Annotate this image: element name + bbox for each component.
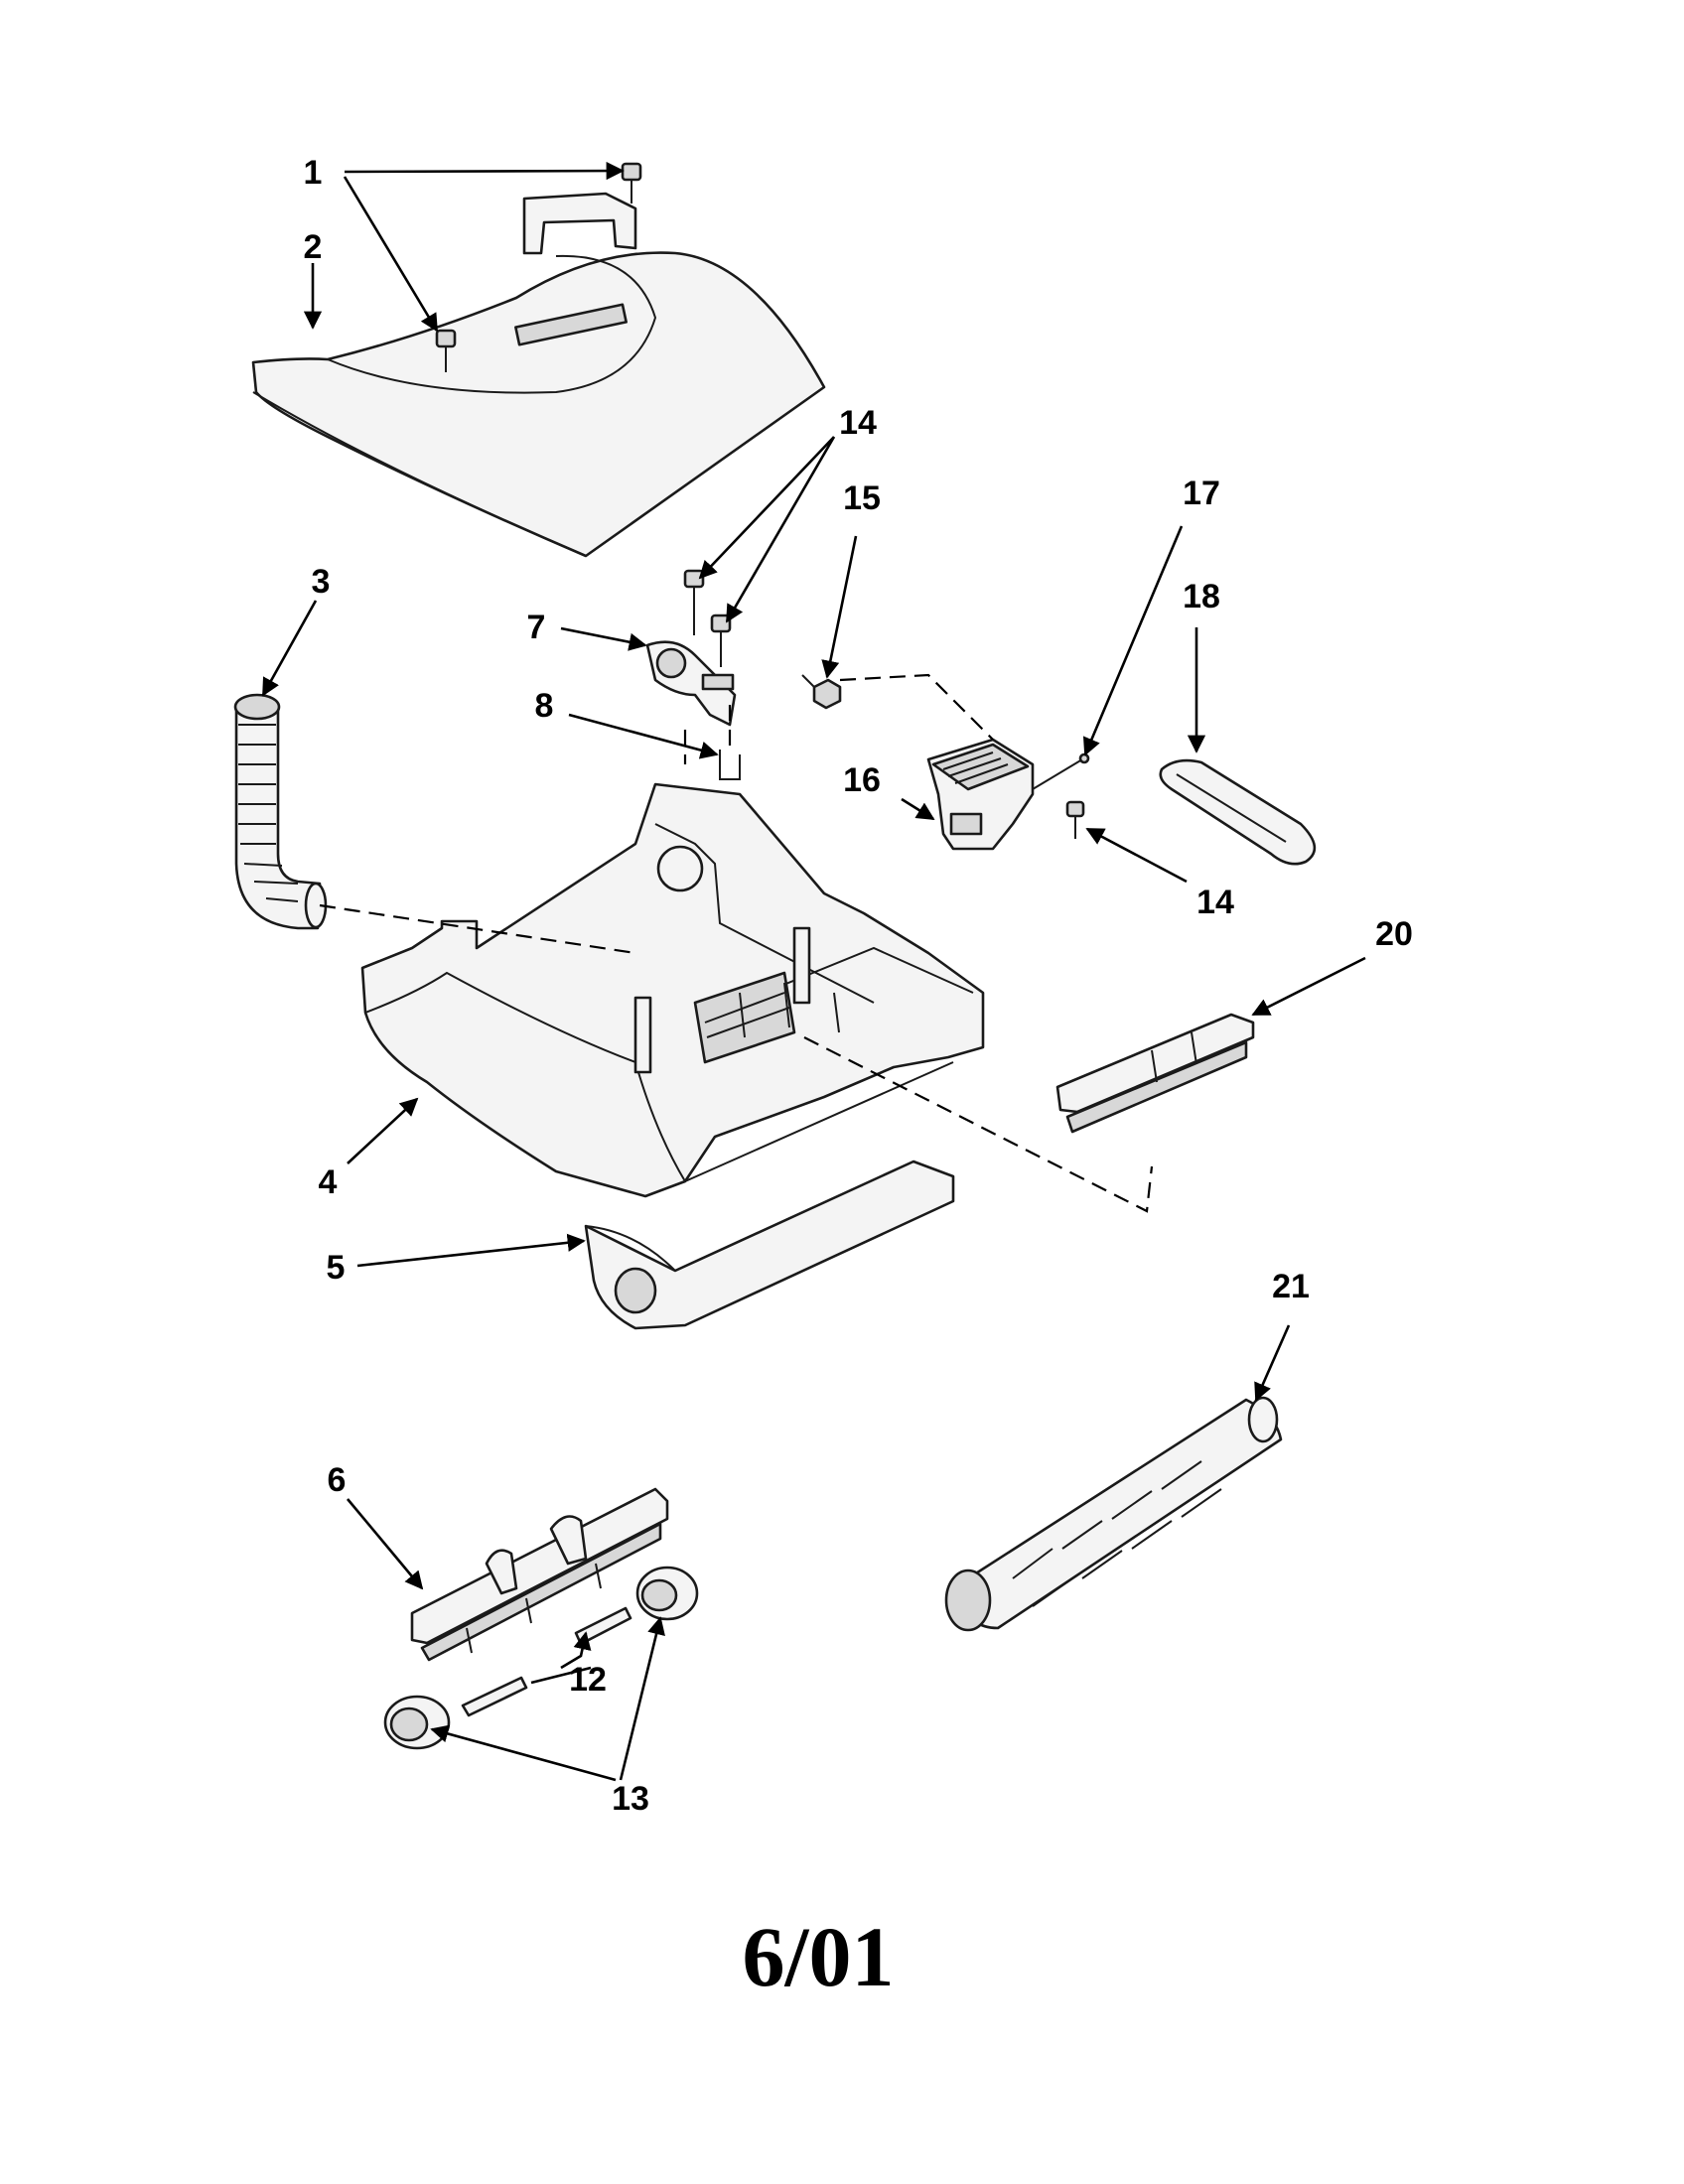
rail-part — [1055, 1013, 1255, 1134]
belt-part — [1159, 758, 1317, 866]
callout-4: 4 — [319, 1163, 338, 1201]
callout-8: 8 — [535, 687, 554, 725]
nut-part — [801, 674, 842, 710]
callout-12: 12 — [569, 1661, 607, 1699]
callout-5: 5 — [327, 1249, 346, 1287]
bumper-part — [584, 1160, 955, 1330]
callout-17: 17 — [1183, 475, 1220, 512]
callout-20: 20 — [1375, 915, 1413, 953]
bracket-part — [645, 640, 737, 727]
callout-3: 3 — [312, 563, 331, 601]
clip-part — [719, 750, 741, 780]
screw-part-1 — [435, 162, 642, 372]
callout-1: 1 — [304, 154, 323, 192]
callout-14-lower: 14 — [1196, 884, 1234, 921]
pin-part — [1032, 752, 1090, 790]
callout-18: 18 — [1183, 578, 1220, 615]
brush-roll-part — [944, 1396, 1283, 1632]
callout-6: 6 — [328, 1461, 347, 1499]
callout-15: 15 — [843, 479, 881, 517]
switch-assembly-part — [926, 738, 1035, 851]
callout-13: 13 — [612, 1780, 649, 1818]
assembly-lines — [319, 673, 1154, 1213]
callout-7: 7 — [527, 609, 546, 646]
wheel-part — [383, 1566, 699, 1750]
callout-labels: 1 2 3 4 5 6 7 8 12 13 14 14 15 16 17 18 … — [304, 154, 1413, 1818]
hood-cover-part — [251, 192, 826, 558]
callout-2: 2 — [304, 228, 323, 266]
callout-16: 16 — [843, 761, 881, 799]
leader-lines — [261, 161, 1366, 1782]
screw-part-14b — [1065, 800, 1085, 839]
revision-date: 6/01 — [743, 1909, 895, 2004]
callout-21: 21 — [1272, 1268, 1310, 1305]
hose-part — [233, 693, 328, 930]
base-housing-part — [360, 782, 985, 1198]
wheel-carriage-part — [410, 1487, 669, 1662]
callout-14-upper: 14 — [839, 404, 877, 442]
